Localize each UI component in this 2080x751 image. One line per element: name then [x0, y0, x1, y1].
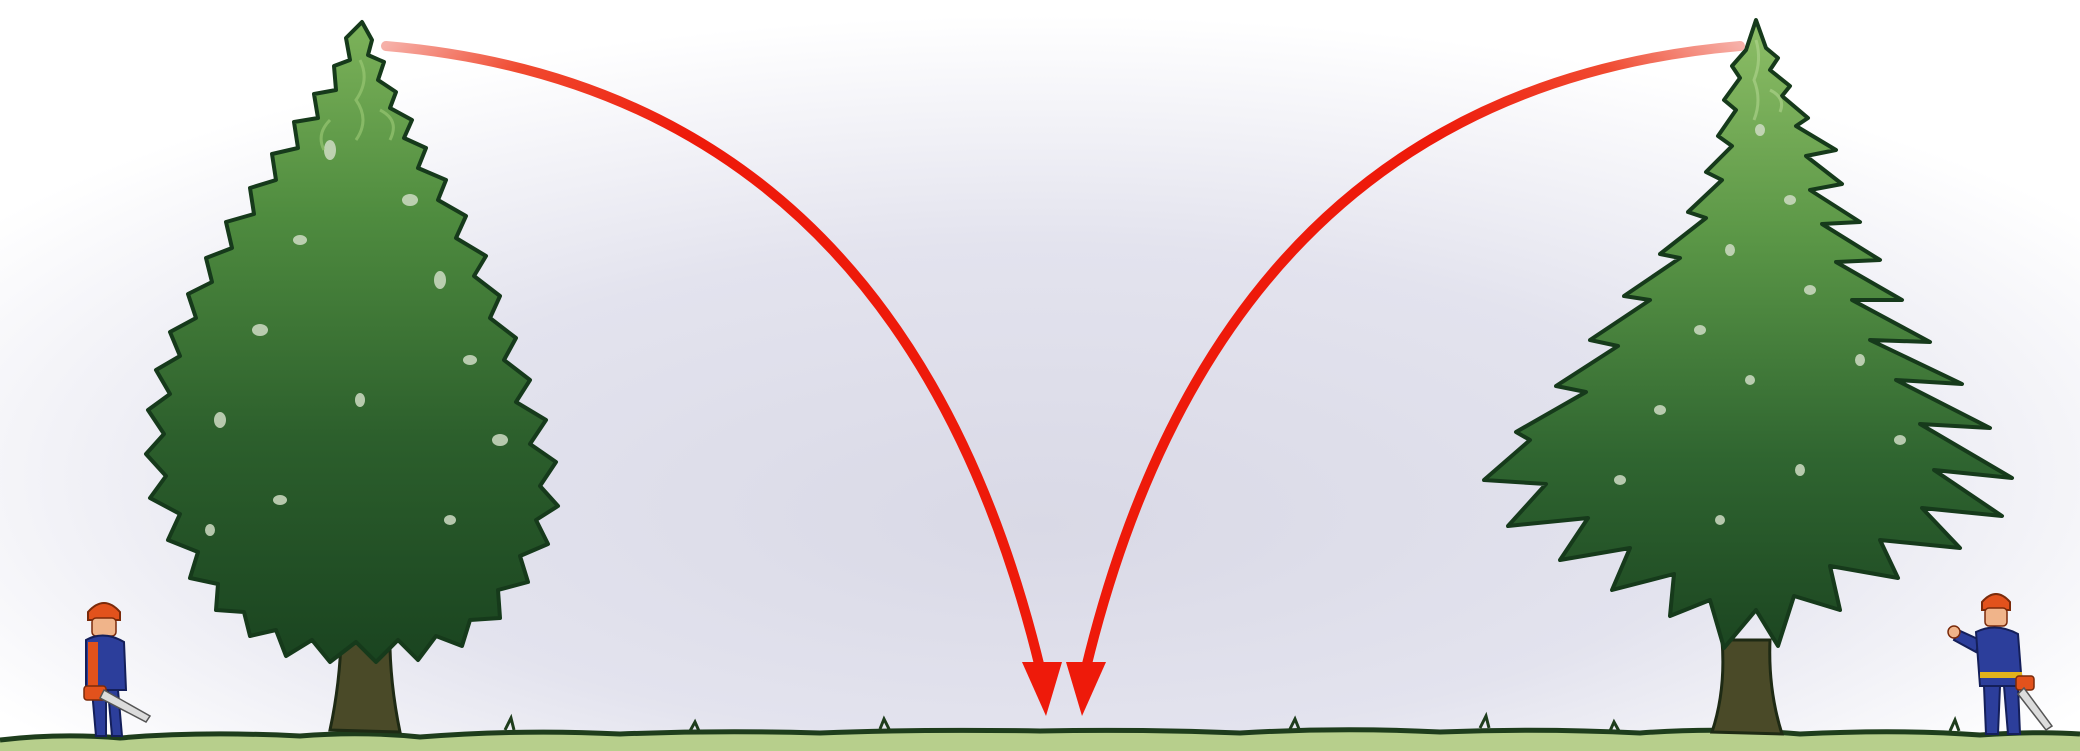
ground [0, 711, 2080, 751]
right-tree [1482, 18, 2014, 736]
lumberjack-icon [1947, 593, 2054, 735]
right-arrow-head [1066, 662, 1106, 716]
curved-arrow-icon [1081, 41, 1745, 673]
right-arrow [1066, 41, 1745, 716]
right-worker [1947, 593, 2054, 735]
right-tree-trunk-icon [1709, 638, 1785, 736]
left-tree-gaps [205, 140, 508, 536]
chainsaw-icon [2015, 675, 2054, 732]
right-tree-gaps [1614, 124, 1906, 525]
right-tree-highlights [1752, 39, 1784, 121]
left-tree-highlights [319, 59, 395, 151]
lumberjack-icon [83, 602, 152, 737]
left-worker [83, 602, 152, 737]
conifer-tree-icon [1482, 18, 2014, 650]
left-tree [144, 20, 560, 734]
curved-arrow-icon [381, 41, 1045, 673]
left-arrow [381, 41, 1062, 716]
deciduous-tree-icon [144, 20, 560, 664]
left-arrow-head [1022, 662, 1062, 716]
chainsaw-icon [83, 685, 152, 723]
